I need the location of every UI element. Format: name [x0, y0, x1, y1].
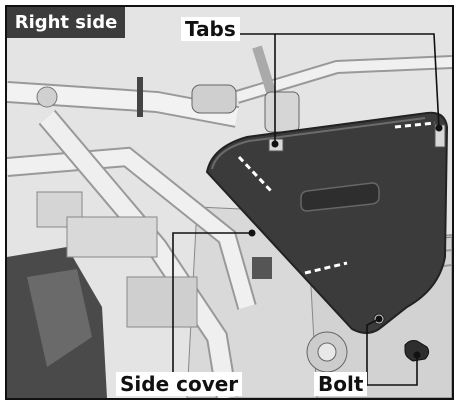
bolt-shape	[404, 340, 430, 362]
bolt-callout-label: Bolt	[314, 372, 368, 396]
side-cover-callout-label: Side cover	[116, 372, 243, 396]
diagram-frame: Right side Tabs Side cover Bolt	[5, 5, 454, 400]
motorcycle-illustration	[7, 7, 452, 398]
tabs-callout-label: Tabs	[181, 17, 240, 41]
view-title-badge: Right side	[7, 7, 125, 38]
side-cover-shape	[205, 111, 449, 334]
callout-leaders	[172, 33, 443, 386]
